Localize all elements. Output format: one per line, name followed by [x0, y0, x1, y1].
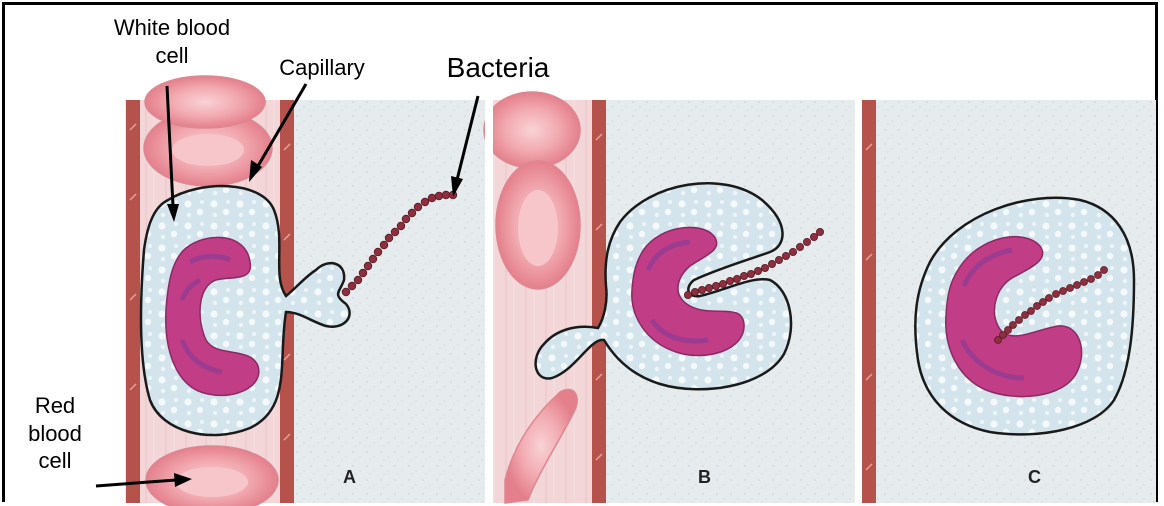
red-blood-cell-label-line2: blood	[10, 420, 100, 448]
capillary-wall-c	[862, 100, 876, 503]
red-blood-cell-label-line3: cell	[10, 447, 100, 475]
red-blood-cell-label: Red blood cell	[10, 392, 100, 475]
panel-label-b: B	[698, 467, 711, 488]
capillary-wall-left-a	[126, 100, 140, 503]
red-blood-cell	[484, 92, 580, 168]
panel-b	[484, 92, 855, 503]
capillary-wall-b	[592, 100, 606, 503]
white-blood-cell-label-line1: White blood	[92, 14, 252, 42]
red-blood-cell-label-line1: Red	[10, 392, 100, 420]
panel-c	[862, 100, 1156, 503]
red-blood-cell	[145, 76, 265, 128]
red-blood-cell	[146, 446, 278, 506]
panel-a	[125, 76, 485, 506]
capillary-label: Capillary	[262, 54, 382, 82]
bacteria-label: Bacteria	[428, 50, 568, 85]
red-blood-cell	[496, 161, 580, 289]
panel-label-c: C	[1028, 467, 1041, 488]
white-blood-cell-label: White blood cell	[92, 14, 252, 69]
white-blood-cell-label-line2: cell	[92, 42, 252, 70]
panel-label-a: A	[343, 467, 356, 488]
